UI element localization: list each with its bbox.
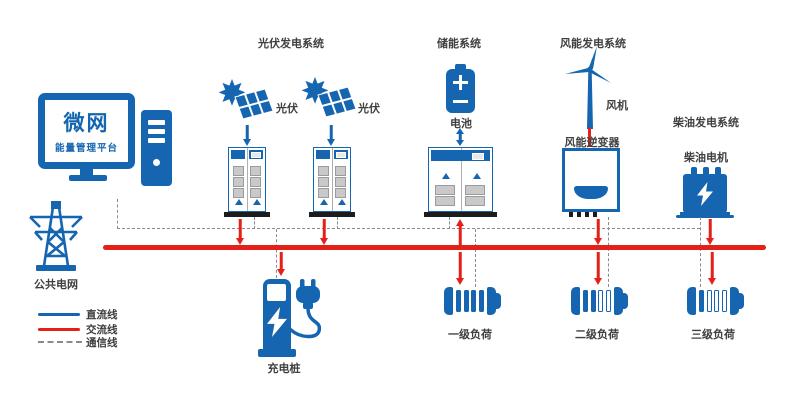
pv-label-1: 光伏 [276,103,298,115]
platform-subtitle: 能量管理平台 [54,143,118,154]
legend-comm-label: 通信线 [86,337,118,349]
wind-turbine-icon [565,46,611,129]
inverter-pin [585,212,589,217]
pv-label-2: 光伏 [358,103,380,115]
solar-panel-icon [218,79,274,120]
comm-line [608,217,609,287]
storage-system-title: 储能系统 [437,38,481,50]
inverter-pin [593,212,597,217]
ac-arrow [707,252,717,285]
inverter-pin [569,212,573,217]
pv-inverter-cabinet [313,147,351,212]
legend-ac-label: 交流线 [86,324,118,336]
charging-pile-screen [267,284,286,301]
legend-dc-label: 直流线 [86,309,118,321]
lightning-bolt-icon [267,307,287,337]
load-label-level2: 二级负荷 [575,329,619,341]
monitor-stand-base [69,175,107,181]
ac-bus [103,245,766,250]
ac-arrow [705,219,715,245]
load-label-level3: 三级负荷 [691,329,735,341]
diesel-engine-label: 柴油电机 [684,152,728,164]
ems-monitor: 微网 能量管理平台 [38,93,135,169]
load-label-level1: 一级负荷 [448,329,492,341]
battery-icon [455,64,466,70]
ac-arrow [593,219,603,245]
charging-pile-base [258,349,296,357]
comm-line [337,217,338,229]
solar-panel-icon [301,77,357,118]
comm-line [475,229,476,287]
diesel-prong [691,167,697,175]
ac-arrow [319,219,329,245]
turbine-to-inverter-line [588,128,591,147]
comm-line [276,229,277,278]
wind-inverter-box [562,148,620,212]
dc-bidirectional-arrow [455,128,465,146]
ac-arrow [276,252,286,276]
diesel-base [676,215,734,218]
comm-line [254,217,255,229]
plug-icon [289,279,322,339]
cabinet-base [309,212,355,217]
comm-bus-line [117,228,700,229]
diesel-prong [703,167,709,175]
inverter-pin [577,212,581,217]
wind-inverter-display [574,186,608,199]
legend-comm-line [38,341,82,343]
legend-ac-line [38,328,80,331]
dc-arrow [326,125,336,146]
battery-minus [453,100,468,103]
pc-slot [148,138,165,143]
load-icon-level3 [687,287,745,315]
dc-arrow [242,125,252,146]
storage-converter-cabinet [428,147,493,212]
ac-arrow [593,252,603,285]
platform-title: 微网 [63,112,110,135]
comm-line [117,199,118,229]
diesel-engine-icon [683,174,727,213]
pc-slot [148,120,165,125]
ac-arrow-up [455,219,465,245]
diesel-base [680,212,730,215]
monitor-stand-neck [80,169,93,175]
cabinet-base [224,212,270,217]
pc-slot [148,129,165,134]
wind-inverter-label: 风能逆变器 [564,137,620,149]
load-icon-level1 [444,287,502,315]
comm-line [449,217,450,229]
cabinet-base [424,212,497,217]
pv-system-title: 光伏发电系统 [258,38,324,50]
legend-dc-line [38,313,80,316]
charging-pile-label: 充电桩 [267,363,301,375]
pv-inverter-cabinet [228,147,266,212]
pc-power-button [153,159,160,166]
diesel-system-title: 柴油发电系统 [673,117,739,129]
load-icon-level2 [571,287,629,315]
wind-system-title: 风能发电系统 [560,38,626,50]
ac-arrow [455,252,465,285]
wind-turbine-label: 风机 [606,100,628,112]
comm-line [700,217,701,287]
ac-arrow [235,219,245,245]
public-grid-label: 公共电网 [34,279,78,291]
battery-label: 电池 [450,118,472,130]
diesel-prong [715,167,721,175]
grid-tower-icon [29,201,83,271]
battery-plus [459,75,462,90]
